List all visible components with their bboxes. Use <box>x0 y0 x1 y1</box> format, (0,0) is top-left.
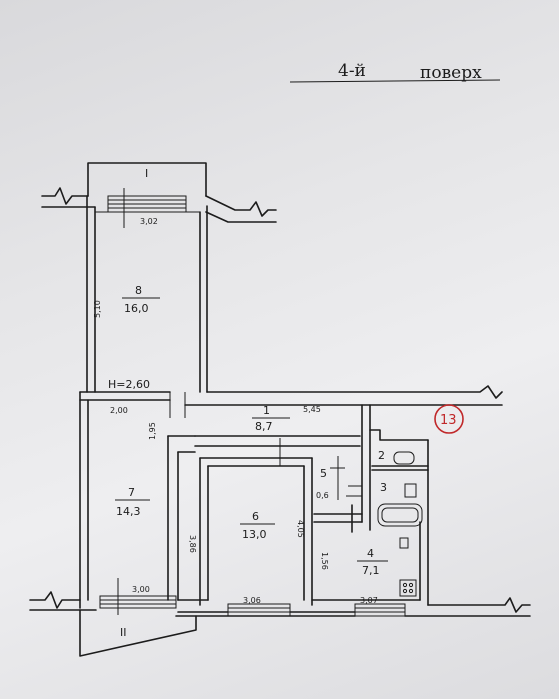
floor-word: поверх <box>420 63 482 83</box>
wall-break-left-top <box>41 187 89 205</box>
bathtub-icon <box>377 503 423 527</box>
wall-break-left-bottom <box>29 591 81 609</box>
room-8-area: 16,0 <box>124 302 149 315</box>
stove-icon <box>399 579 417 597</box>
toilet-icon <box>393 451 415 465</box>
stair-landing-bottom: II <box>79 609 197 657</box>
title-underline <box>289 79 501 83</box>
room-4-area: 7,1 <box>362 564 380 577</box>
apartment-number-circle <box>434 404 464 434</box>
room-3-number: 3 <box>380 481 387 494</box>
room-6-area: 13,0 <box>242 528 267 541</box>
section-label-bottom: II <box>120 626 127 639</box>
room-1-hall: 1 8,7 5,45 <box>194 404 361 466</box>
bathroom-block: 2 3 5 0,6 <box>316 404 429 549</box>
room-7: 7 14,3 2,00 3,00 3,86 1,95 <box>79 391 197 615</box>
room-8-width: 3,02 <box>140 217 158 226</box>
floor-number: 4-й <box>338 61 366 81</box>
room-7-area: 14,3 <box>116 505 141 518</box>
room-5-width: 0,6 <box>316 491 329 500</box>
stair-landing-top: I <box>87 162 207 197</box>
apartment-number: 13 <box>440 413 457 428</box>
room-7-number: 7 <box>128 486 135 499</box>
room-5-number: 5 <box>320 467 327 480</box>
wall-break-right-top <box>205 195 277 217</box>
corridor-wall-top <box>206 385 503 399</box>
wall-break-right-bottom <box>427 597 531 613</box>
room-6-width: 3,06 <box>243 596 261 605</box>
section-label-top: I <box>145 167 148 180</box>
room-6: 6 13,0 3,06 4,05 <box>199 457 313 617</box>
room-7-width-bottom: 3,00 <box>132 585 150 594</box>
room-2-number: 2 <box>378 449 385 462</box>
hall-length: 5,45 <box>303 405 321 414</box>
room-4-number: 4 <box>367 547 374 560</box>
room-6-length: 4,05 <box>296 520 305 538</box>
room-1-number: 1 <box>263 404 270 417</box>
room-6-number: 6 <box>252 510 259 523</box>
room-8-number: 8 <box>135 284 142 297</box>
room-4-kitchen: 4 7,1 3,07 1,56 <box>313 439 429 617</box>
ceiling-height-label: H=2,60 <box>108 378 150 391</box>
kitchen-length: 1,56 <box>320 552 329 570</box>
hall-width: 1,95 <box>148 422 157 440</box>
room-7-length: 3,86 <box>188 535 197 553</box>
room-8: 8 16,0 3,02 5,10 <box>86 188 208 393</box>
room-8-length: 5,10 <box>93 300 102 318</box>
sink-icon <box>404 483 417 498</box>
room-1-area: 8,7 <box>255 420 273 433</box>
room-7-width-top: 2,00 <box>110 406 128 415</box>
